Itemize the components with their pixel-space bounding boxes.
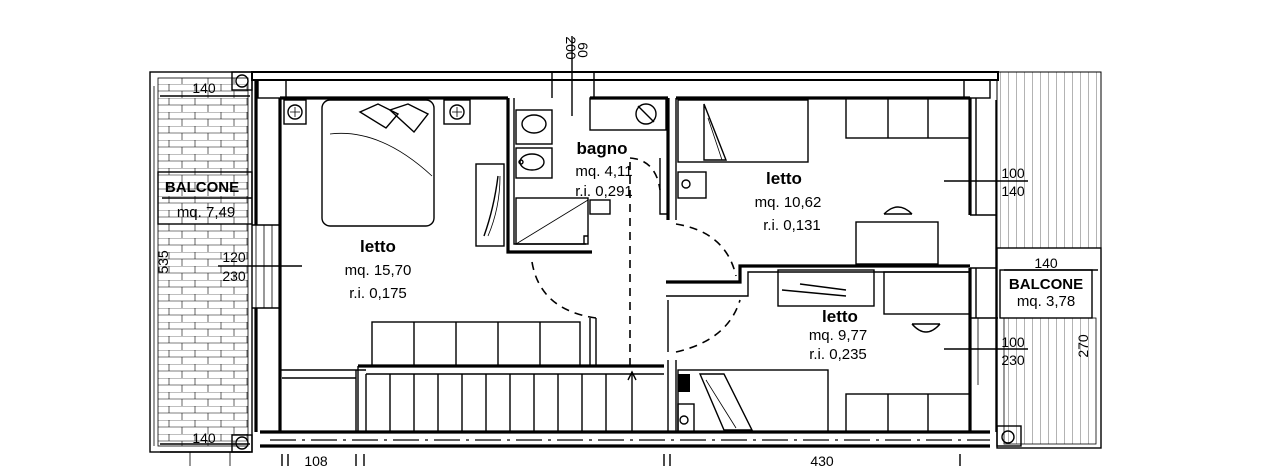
dim-left-top-140: 140 xyxy=(192,80,216,96)
balcone-right-label: BALCONE mq. 3,78 xyxy=(999,269,1093,319)
room-ri: r.i. 0,175 xyxy=(349,285,407,302)
room-ri: r.i. 0,291 xyxy=(575,183,633,200)
room-area: mq. 15,70 xyxy=(345,262,412,279)
room-label-letto-1: letto mq. 15,70 r.i. 0,175 xyxy=(345,237,412,302)
dim-right-bal-140: 140 xyxy=(1034,255,1058,271)
balcony-right-top-area xyxy=(996,71,1102,249)
room-label-letto-3: letto mq. 9,77 r.i. 0,235 xyxy=(809,307,867,363)
dim-bottom-108: 108 xyxy=(304,453,328,466)
room-name: letto xyxy=(766,169,802,188)
bathroom-fixtures xyxy=(515,97,668,245)
dim-top-200: 200 xyxy=(563,36,579,60)
room-label-bagno: bagno mq. 4,11 r.i. 0,291 xyxy=(575,139,633,200)
balcony-name: BALCONE xyxy=(1009,276,1083,293)
room-label-letto-2: letto mq. 10,62 r.i. 0,131 xyxy=(755,169,822,234)
dimension-labels: 140 140 535 120 230 200 60 100 140 140 1… xyxy=(155,36,1091,466)
room-ri: r.i. 0,235 xyxy=(809,346,867,363)
balcone-left-label: BALCONE mq. 7,49 xyxy=(157,171,253,225)
dim-window-left-w: 120 xyxy=(222,249,246,265)
exterior-walls xyxy=(251,71,999,448)
dim-right-top-w: 100 xyxy=(1001,165,1025,181)
room-name: bagno xyxy=(577,139,628,158)
room-area: mq. 10,62 xyxy=(755,194,822,211)
balcony-name: BALCONE xyxy=(165,179,239,196)
dim-bottom-430: 430 xyxy=(810,453,834,466)
bedroom-2-furniture xyxy=(677,97,971,265)
dim-left-bottom-140: 140 xyxy=(192,430,216,446)
room-area: mq. 4,11 xyxy=(575,163,632,180)
balcony-area: mq. 7,49 xyxy=(177,204,235,221)
dim-left-535: 535 xyxy=(155,250,171,274)
lower-structure xyxy=(160,451,961,466)
room-name: letto xyxy=(822,307,858,326)
room-ri: r.i. 0,131 xyxy=(763,217,821,234)
staircase xyxy=(357,160,664,432)
room-name: letto xyxy=(360,237,396,256)
dim-window-left-h: 230 xyxy=(222,268,246,284)
bedroom-1-furniture xyxy=(280,99,581,432)
balcony-area: mq. 3,78 xyxy=(1017,293,1075,310)
doors xyxy=(531,223,741,353)
room-area: mq. 9,77 xyxy=(809,327,867,344)
dim-right-270: 270 xyxy=(1075,334,1091,358)
dim-right-mid-h: 230 xyxy=(1001,352,1025,368)
dim-top-60: 60 xyxy=(575,42,591,58)
dim-right-top-h: 140 xyxy=(1001,183,1025,199)
balcony-right-lower-area xyxy=(996,247,1102,449)
balcony-left-area xyxy=(149,71,253,453)
dim-right-mid-w: 100 xyxy=(1001,334,1025,350)
bedroom-3-furniture xyxy=(677,269,971,433)
